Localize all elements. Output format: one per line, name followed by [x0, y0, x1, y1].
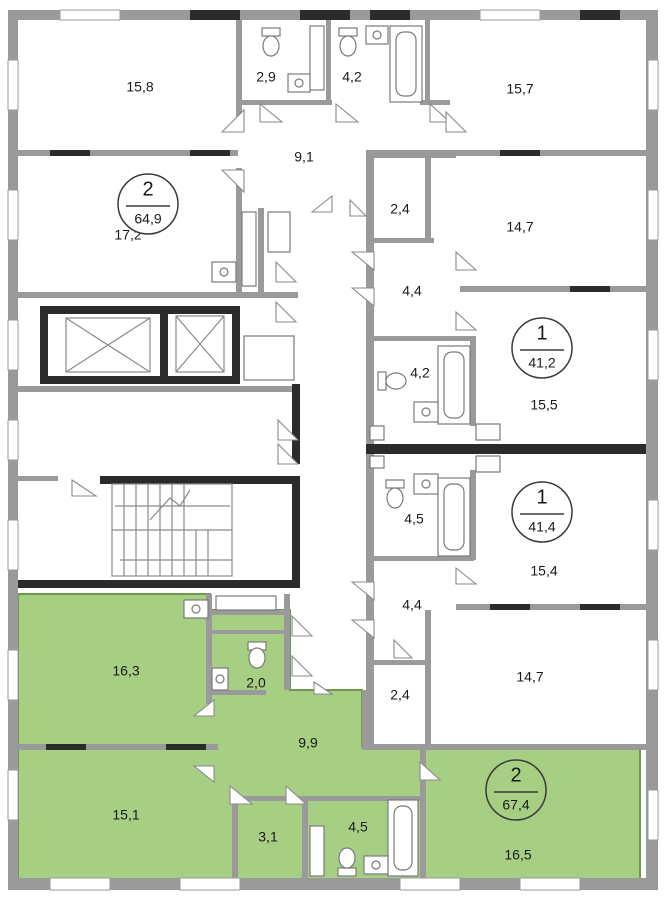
selected-apartment-area[interactable]	[17, 593, 641, 881]
sink-icon	[211, 667, 229, 691]
room-area-label: 2,9	[256, 69, 276, 85]
windows	[7, 9, 659, 891]
apartment-total-area: 41,4	[528, 519, 555, 535]
apartment-total-area: 64,9	[134, 211, 161, 227]
door-swings	[71, 102, 478, 805]
room-area-label: 9,9	[298, 735, 318, 751]
elevator-icon	[65, 317, 151, 373]
sink-icon	[287, 73, 311, 93]
shaft-box	[241, 211, 257, 287]
room-area-label: 9,1	[294, 149, 314, 165]
apartment-room-count: 2	[510, 764, 521, 786]
apartment-total-area: 67,4	[502, 797, 529, 813]
room-area-label: 4,2	[342, 69, 362, 85]
bathroom-fixtures	[183, 25, 501, 877]
toilet-icon	[385, 479, 405, 509]
room-area-label: 2,4	[390, 687, 410, 703]
toilet-icon	[377, 371, 407, 391]
room-area-label: 2,4	[390, 201, 410, 217]
sink-icon	[413, 473, 439, 495]
sink-icon	[475, 423, 501, 441]
bathtub-icon	[437, 345, 471, 425]
room-area-label: 2,0	[246, 675, 266, 691]
bathtub-icon	[387, 799, 419, 877]
apartment-room-count: 2	[142, 178, 153, 200]
room-area-label: 14,7	[506, 219, 533, 235]
sink-icon	[475, 455, 501, 473]
selected-apartment-left-zone	[17, 593, 641, 881]
toilet-icon	[261, 27, 281, 57]
shaft-box	[369, 425, 385, 441]
toilet-icon	[338, 27, 358, 57]
sink-icon	[413, 401, 439, 423]
room-area-label: 4,4	[402, 597, 422, 613]
room-area-label: 4,4	[402, 283, 422, 299]
shaft-box	[309, 25, 325, 91]
room-area-label: 15,5	[530, 397, 557, 413]
room-labels: 15,8 2,9 4,2 15,7 9,1 17,2 2,4 14,7 4,4 …	[112, 69, 557, 863]
room-area-label: 16,3	[112, 663, 139, 679]
shaft-box	[215, 595, 277, 611]
toilet-icon	[247, 641, 267, 669]
room-area-label: 15,7	[506, 81, 533, 97]
apartment-badge[interactable]: 2 64,9	[117, 173, 179, 235]
room-area-label: 15,1	[112, 807, 139, 823]
apartment-badge[interactable]: 1 41,4	[511, 481, 573, 543]
apartment-badge[interactable]: 1 41,2	[511, 317, 573, 379]
elevator-icon	[175, 315, 225, 373]
sink-icon	[183, 599, 209, 619]
bathtub-icon	[389, 25, 423, 103]
interior-walls	[18, 20, 646, 878]
apartment-total-area: 41,2	[528, 355, 555, 371]
bathtub-icon	[437, 477, 471, 557]
room-area-label: 15,8	[126, 79, 153, 95]
dark-wall-accents	[50, 10, 620, 610]
shaft-box	[369, 455, 385, 469]
apartment-room-count: 1	[536, 322, 547, 344]
room-area-label: 14,7	[516, 669, 543, 685]
staircase	[111, 483, 233, 577]
apartment-room-count: 1	[536, 486, 547, 508]
elevator-shafts	[65, 315, 225, 373]
room-area-label: 16,5	[504, 847, 531, 863]
sink-icon	[365, 25, 389, 45]
shaft-box	[243, 335, 295, 381]
shaft-box	[267, 211, 291, 253]
room-area-label: 15,4	[530, 563, 557, 579]
room-area-label: 3,1	[258, 829, 278, 845]
apartment-badge-selected[interactable]: 2 67,4	[485, 759, 547, 821]
sink-icon	[363, 855, 389, 875]
room-area-label: 4,5	[404, 511, 424, 527]
room-area-label: 4,5	[348, 819, 368, 835]
shaft-box	[309, 825, 325, 877]
sink-icon	[211, 261, 237, 283]
room-area-label: 4,2	[410, 365, 430, 381]
toilet-icon	[337, 847, 357, 877]
